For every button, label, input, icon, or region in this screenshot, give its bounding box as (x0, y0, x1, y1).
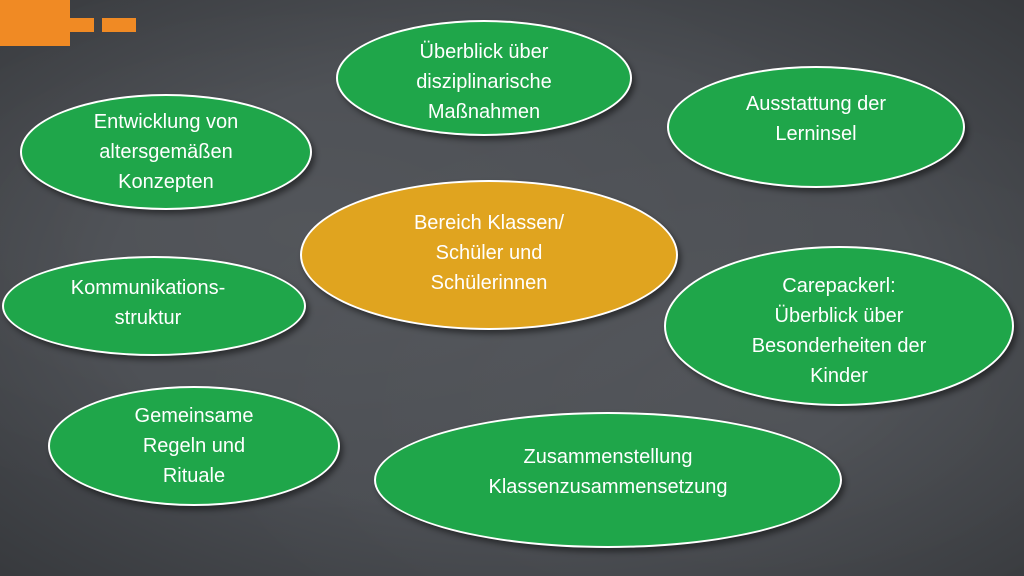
orange-corner-block (0, 0, 70, 46)
node-label: Kommunikations- struktur (70, 277, 226, 329)
node-label: Ausstattung der Lerninsel (745, 93, 887, 145)
node-label: Carepackerl: Überblick über Besonderheit… (751, 275, 927, 387)
node-altersgemaesse-konzepte: Entwicklung von altersgemäßen Konzepten (20, 94, 312, 210)
orange-corner-tab-1 (70, 18, 94, 32)
node-label: Entwicklung von altersgemäßen Konzepten (93, 111, 239, 193)
central-node-bereich-klassen: Bereich Klassen/ Schüler und Schülerinne… (300, 180, 678, 330)
node-label: Zusammenstellung Klassenzusammensetzung (488, 446, 728, 498)
central-node-label: Bereich Klassen/ Schüler und Schülerinne… (413, 212, 565, 294)
node-kommunikationsstruktur: Kommunikations- struktur (2, 256, 306, 356)
node-label: Überblick über disziplinarische Maßnahme… (416, 41, 552, 123)
node-label: Gemeinsame Regeln und Rituale (134, 405, 254, 487)
orange-corner-tab-2 (102, 18, 136, 32)
node-regeln-rituale: Gemeinsame Regeln und Rituale (48, 386, 340, 506)
node-klassenzusammensetzung: Zusammenstellung Klassenzusammensetzung (374, 412, 842, 548)
node-disziplinarische-massnahmen: Überblick über disziplinarische Maßnahme… (336, 20, 632, 136)
node-carepackerl: Carepackerl: Überblick über Besonderheit… (664, 246, 1014, 406)
node-ausstattung-lerninsel: Ausstattung der Lerninsel (667, 66, 965, 188)
